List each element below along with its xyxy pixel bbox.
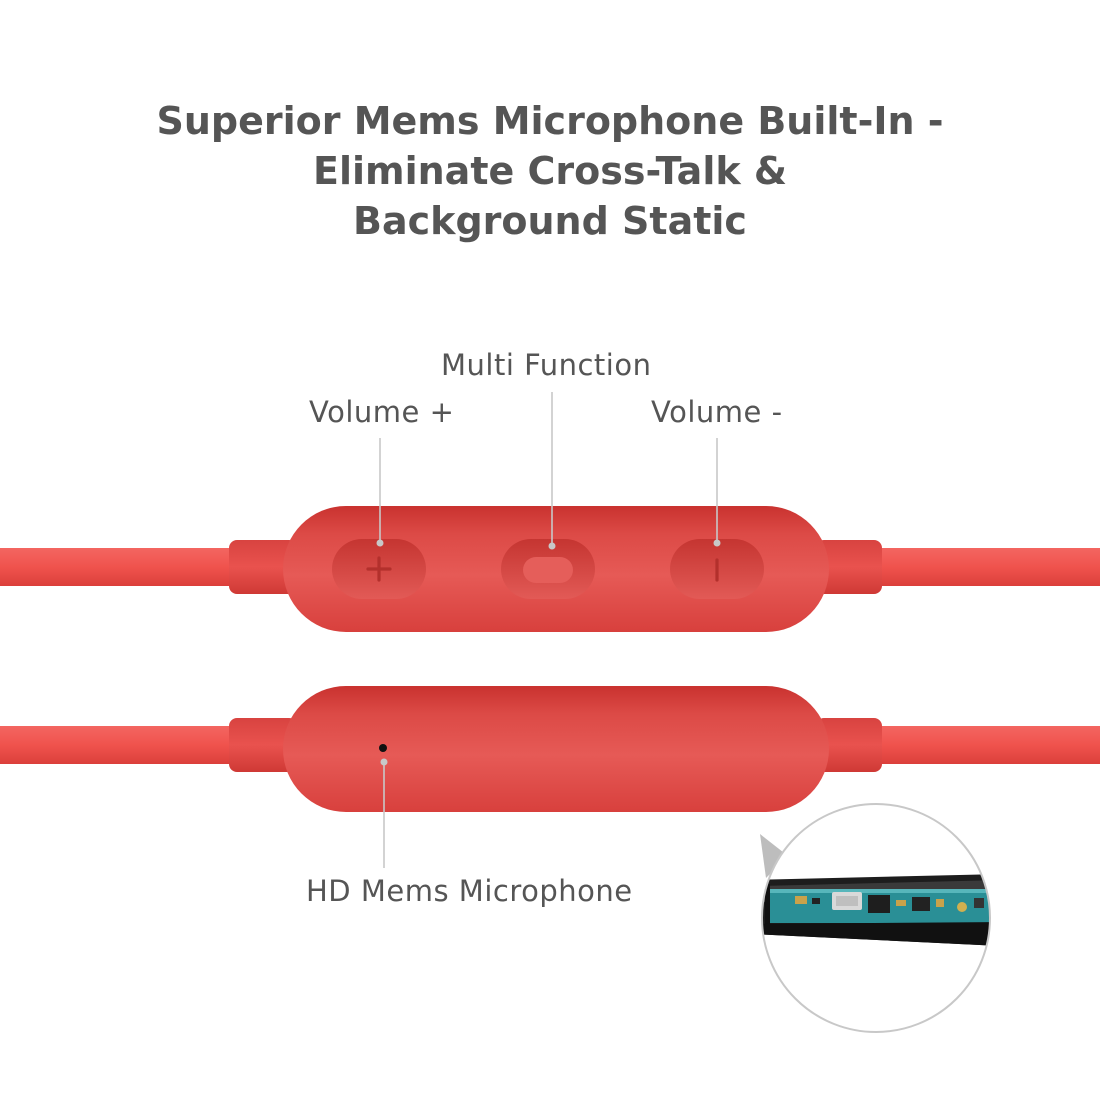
collar-right-lower — [816, 718, 882, 772]
headline: Superior Mems Microphone Built-In - Elim… — [0, 96, 1100, 246]
volume-up-button[interactable] — [332, 539, 426, 599]
collar-right-upper — [816, 540, 882, 594]
plus-icon — [366, 556, 392, 582]
volume-up-label: Volume + — [309, 395, 455, 429]
pcb-image — [762, 874, 990, 946]
collar-left-lower — [229, 718, 297, 772]
headline-line-2: Eliminate Cross-Talk & — [313, 149, 787, 193]
multi-function-button-icon — [523, 557, 573, 583]
cable-left-upper — [0, 548, 240, 586]
cable-right-lower — [876, 726, 1100, 764]
microphone-label: HD Mems Microphone — [306, 874, 633, 908]
cable-left-lower — [0, 726, 240, 764]
volume-down-button[interactable] — [670, 539, 764, 599]
microphone-pcb-zoom — [760, 803, 991, 1033]
remote-body-lower — [283, 686, 829, 812]
leader-lines — [376, 392, 721, 868]
volume-down-label: Volume - — [651, 395, 783, 429]
headline-line-3: Background Static — [353, 199, 747, 243]
collar-left-upper — [229, 540, 297, 594]
multi-function-button[interactable] — [501, 539, 595, 599]
multi-function-label: Multi Function — [441, 348, 652, 382]
headline-line-1: Superior Mems Microphone Built-In - — [156, 99, 944, 143]
remote-control-lower — [0, 686, 1100, 812]
remote-control-upper — [0, 506, 1100, 632]
microphone-hole-icon — [379, 744, 387, 752]
zoom-pointer — [760, 834, 788, 878]
cable-right-upper — [876, 548, 1100, 586]
